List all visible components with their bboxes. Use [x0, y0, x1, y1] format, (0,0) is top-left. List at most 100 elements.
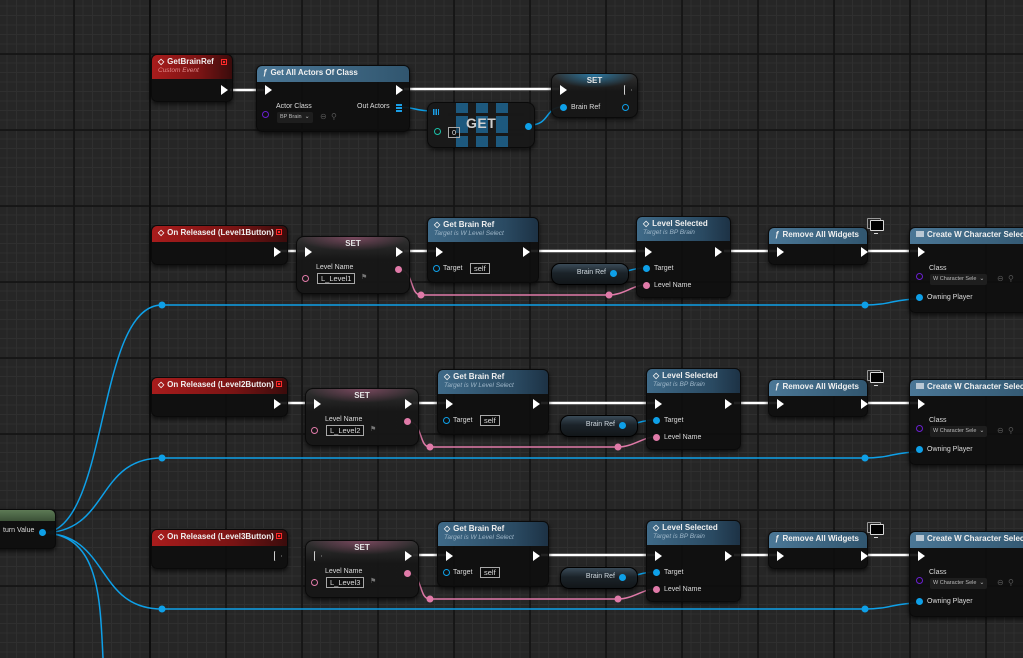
variable-out-pin[interactable] — [619, 422, 626, 429]
target-pin[interactable] — [653, 417, 660, 424]
on-released-event-node[interactable]: ◇On Released (Level2Button) — [151, 377, 288, 417]
exec-out-pin[interactable] — [405, 399, 412, 409]
exec-in-pin[interactable] — [918, 247, 925, 257]
exec-in-pin[interactable] — [446, 399, 453, 409]
set-level-name-node[interactable]: SET Level Name L_Level2 ⚑ — [305, 388, 419, 446]
owning-player-pin[interactable] — [916, 598, 923, 605]
exec-in-pin[interactable] — [436, 247, 443, 257]
reroute-knot[interactable] — [605, 291, 613, 299]
exec-out-pin[interactable] — [405, 551, 412, 561]
level-name-pin[interactable] — [653, 586, 660, 593]
exec-in-pin[interactable] — [918, 551, 925, 561]
browse-arrow-icon[interactable]: ⊖ — [997, 274, 1004, 283]
exec-in-pin[interactable] — [305, 247, 312, 257]
target-pin[interactable] — [643, 265, 650, 272]
exec-in-pin[interactable] — [314, 399, 321, 409]
array-in-pin[interactable] — [433, 109, 439, 115]
on-released-event-node[interactable]: ◇On Released (Level3Button) — [151, 529, 288, 569]
level-name-in-pin[interactable] — [311, 427, 318, 434]
exec-out-pin[interactable] — [861, 399, 868, 409]
get-out-pin[interactable] — [525, 123, 532, 130]
level-name-in-pin[interactable] — [311, 579, 318, 586]
search-icon[interactable]: ⚲ — [1008, 274, 1014, 283]
exec-out-pin[interactable] — [861, 247, 868, 257]
search-icon[interactable]: ⚲ — [1008, 426, 1014, 435]
level-selected-node[interactable]: ◇Level Selected Target is BP Brain Targe… — [646, 520, 741, 602]
level-selected-node[interactable]: ◇Level Selected Target is BP Brain Targe… — [636, 216, 731, 298]
exec-in-pin[interactable] — [655, 399, 662, 409]
owning-player-wire[interactable] — [162, 451, 919, 459]
level-name-pin[interactable] — [643, 282, 650, 289]
set-brain-ref-node[interactable]: SET Brain Ref — [551, 73, 638, 118]
exec-in-pin[interactable] — [777, 399, 784, 409]
custom-event-getbrainref-node[interactable]: ◇GetBrainRef Custom Event — [151, 54, 233, 102]
exec-out-pin[interactable] — [533, 551, 540, 561]
reroute-knot[interactable] — [614, 443, 622, 451]
level-name-in-pin[interactable] — [302, 275, 309, 282]
target-pin[interactable] — [443, 417, 450, 424]
exec-in-pin[interactable] — [655, 551, 662, 561]
browse-arrow-icon[interactable]: ⊖ — [997, 578, 1004, 587]
browse-arrow-icon[interactable]: ⊖ — [320, 112, 327, 121]
array-get-node[interactable]: GET 0 — [427, 102, 535, 148]
exec-out-pin[interactable] — [523, 247, 530, 257]
array-pin-icon[interactable] — [396, 104, 402, 112]
owning-player-pin[interactable] — [916, 294, 923, 301]
exec-out-pin[interactable] — [725, 551, 732, 561]
level-name-input[interactable]: L_Level2 — [326, 425, 365, 436]
class-dropdown[interactable]: W Character Sele⌄ — [930, 274, 988, 285]
exec-out-pin[interactable] — [533, 399, 540, 409]
brain-ref-variable-node[interactable]: Brain Ref — [560, 415, 638, 437]
owning-player-wire[interactable] — [41, 532, 163, 610]
exec-out-pin[interactable] — [274, 551, 281, 561]
class-pin[interactable] — [916, 273, 923, 280]
on-released-event-node[interactable]: ◇On Released (Level1Button) — [151, 225, 288, 265]
owning-player-pin[interactable] — [916, 446, 923, 453]
create-widget-node[interactable]: Create W Character Select Class W Charac… — [909, 531, 1023, 617]
exec-out-pin[interactable] — [861, 551, 868, 561]
level-name-out-pin[interactable] — [404, 570, 411, 577]
object-wire-offscreen[interactable] — [41, 532, 104, 658]
target-pin[interactable] — [653, 569, 660, 576]
index-input[interactable]: 0 — [448, 127, 461, 138]
get-brain-ref-node[interactable]: ◇Get Brain Ref Target is W Level Select … — [437, 369, 549, 435]
exec-in-pin[interactable] — [918, 399, 925, 409]
level-name-pin[interactable] — [653, 434, 660, 441]
set-level-name-node[interactable]: SET Level Name L_Level3 ⚑ — [305, 540, 419, 598]
target-input[interactable]: self — [470, 263, 490, 274]
exec-out-pin[interactable] — [624, 85, 631, 95]
reroute-knot[interactable] — [861, 605, 869, 613]
exec-in-pin[interactable] — [645, 247, 652, 257]
exec-out-pin[interactable] — [715, 247, 722, 257]
target-input[interactable]: self — [480, 567, 500, 578]
exec-out-pin[interactable] — [221, 85, 228, 95]
owning-player-wire[interactable] — [162, 602, 919, 610]
brain-ref-out-pin[interactable] — [622, 104, 629, 111]
exec-in-pin[interactable] — [446, 551, 453, 561]
variable-out-pin[interactable] — [610, 270, 617, 277]
exec-out-pin[interactable] — [274, 399, 281, 409]
exec-in-pin[interactable] — [314, 551, 321, 561]
browse-arrow-icon[interactable]: ⊖ — [997, 426, 1004, 435]
return-value-pin[interactable] — [39, 529, 46, 536]
reroute-knot[interactable] — [417, 291, 425, 299]
class-pin[interactable] — [916, 577, 923, 584]
level-name-out-pin[interactable] — [404, 418, 411, 425]
reroute-knot[interactable] — [861, 301, 869, 309]
brain-ref-variable-node[interactable]: Brain Ref — [551, 263, 629, 285]
exec-in-pin[interactable] — [777, 247, 784, 257]
brain-ref-variable-node[interactable]: Brain Ref — [560, 567, 638, 589]
reroute-knot[interactable] — [426, 443, 434, 451]
level-selected-node[interactable]: ◇Level Selected Target is BP Brain Targe… — [646, 368, 741, 450]
return-value-node[interactable]: turn Value — [0, 509, 56, 549]
level-name-out-pin[interactable] — [395, 266, 402, 273]
actor-class-pin[interactable] — [262, 111, 269, 118]
brain-ref-in-pin[interactable] — [560, 104, 567, 111]
target-input[interactable]: self — [480, 415, 500, 426]
reroute-knot[interactable] — [426, 595, 434, 603]
class-pin[interactable] — [916, 425, 923, 432]
exec-out-pin[interactable] — [274, 247, 281, 257]
